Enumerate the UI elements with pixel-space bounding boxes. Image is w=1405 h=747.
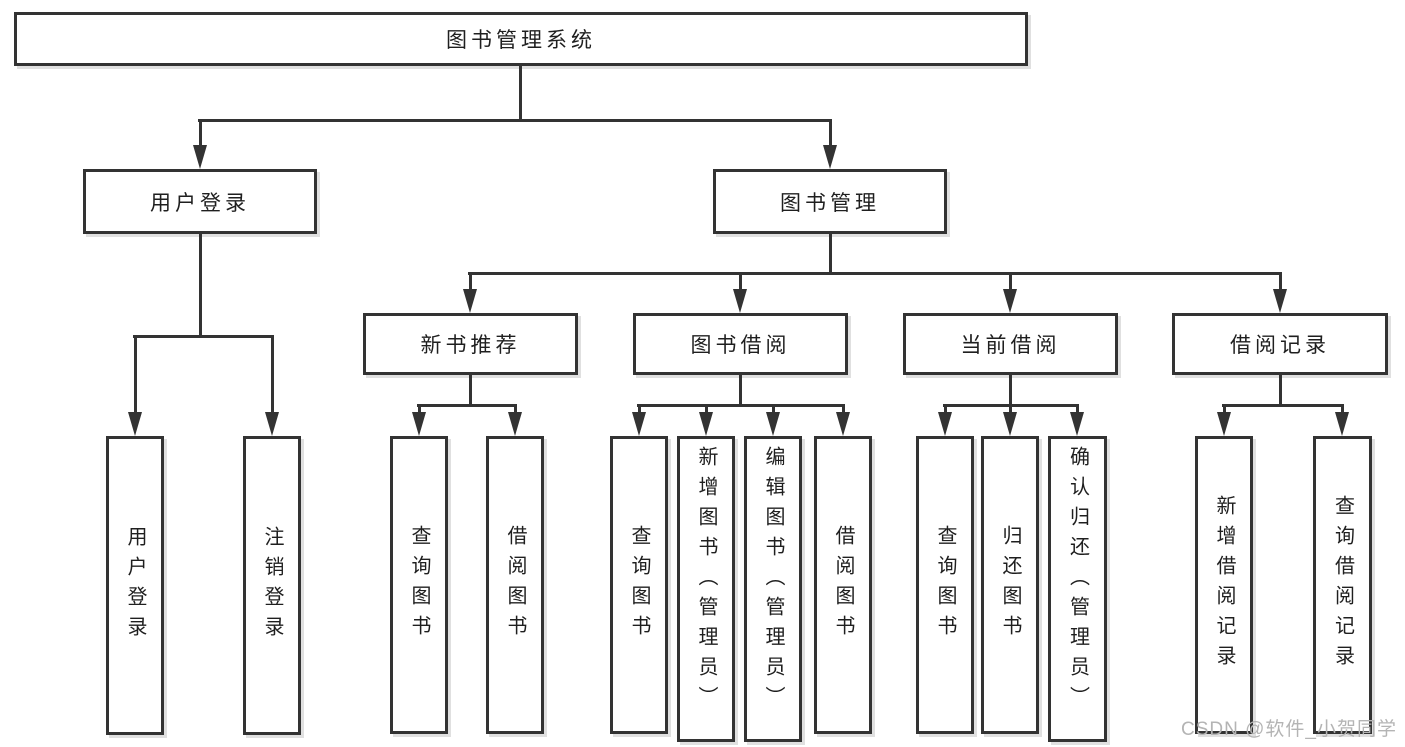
- node-current-return-books-label: 归还图书: [999, 525, 1021, 645]
- arrow-to-book-borrow: [733, 289, 747, 313]
- arrow-borrow-c1: [632, 412, 646, 436]
- connector-to-login-action: [134, 335, 137, 413]
- node-current-query-books-label: 查询图书: [934, 525, 956, 645]
- arrow-recommend-c1: [412, 412, 426, 436]
- node-borrow-borrow-books: 借阅图书: [814, 436, 872, 734]
- node-borrow-add-books-admin: 新增图书（管理员）: [677, 436, 735, 742]
- connector-current-c3: [1076, 404, 1079, 413]
- connector-root-split: [198, 119, 832, 122]
- arrow-recommend-c2: [508, 412, 522, 436]
- arrow-records-c2: [1335, 412, 1349, 436]
- node-book-management-label: 图书管理: [780, 191, 880, 215]
- connector-user-trunk: [199, 234, 202, 337]
- connector-book-split: [468, 272, 1282, 275]
- connector-book-trunk: [829, 234, 832, 274]
- arrow-borrow-c3: [766, 412, 780, 436]
- node-records-query-record: 查询借阅记录: [1313, 436, 1372, 734]
- connector-records-split: [1222, 404, 1344, 407]
- node-records-add-record-label: 新增借阅记录: [1213, 495, 1235, 675]
- arrow-current-c1: [938, 412, 952, 436]
- node-new-book-recommend-label: 新书推荐: [420, 334, 521, 357]
- arrow-to-borrow-records: [1273, 289, 1287, 313]
- node-recommend-borrow-books: 借阅图书: [486, 436, 544, 734]
- arrow-to-current-borrow: [1003, 289, 1017, 313]
- arrow-records-c1: [1217, 412, 1231, 436]
- node-current-borrow-label: 当前借阅: [960, 334, 1061, 357]
- connector-recommend-trunk: [469, 375, 472, 406]
- node-recommend-query-books-label: 查询图书: [408, 525, 430, 645]
- connector-borrow-c2: [705, 404, 708, 413]
- node-root: 图书管理系统: [14, 12, 1028, 66]
- node-book-management: 图书管理: [713, 169, 947, 234]
- node-records-add-record: 新增借阅记录: [1195, 436, 1253, 734]
- connector-borrow-trunk: [739, 375, 742, 406]
- node-borrow-edit-books-admin: 编辑图书（管理员）: [744, 436, 802, 742]
- connector-recommend-c2: [514, 404, 517, 413]
- arrow-to-logout: [265, 412, 279, 436]
- connector-user-split: [133, 335, 274, 338]
- connector-borrow-c1: [638, 404, 641, 413]
- connector-records-c1: [1223, 404, 1226, 413]
- connector-recommend-split: [417, 404, 517, 407]
- arrow-to-book-management: [823, 145, 837, 169]
- connector-to-new-book: [469, 272, 472, 290]
- node-new-book-recommend: 新书推荐: [363, 313, 578, 375]
- connector-records-c2: [1341, 404, 1344, 413]
- node-borrow-edit-books-admin-label: 编辑图书（管理员）: [762, 446, 784, 716]
- connector-records-trunk: [1279, 375, 1282, 406]
- node-root-label: 图书管理系统: [446, 29, 596, 52]
- node-records-query-record-label: 查询借阅记录: [1331, 495, 1354, 675]
- connector-current-trunk: [1009, 375, 1012, 406]
- node-current-confirm-return-admin: 确认归还（管理员）: [1048, 436, 1107, 742]
- node-borrow-records: 借阅记录: [1172, 313, 1388, 375]
- node-recommend-query-books: 查询图书: [390, 436, 448, 734]
- connector-root-trunk: [519, 66, 522, 120]
- node-user-login: 用户登录: [83, 169, 317, 234]
- node-book-borrow: 图书借阅: [633, 313, 848, 375]
- connector-current-c2: [1009, 404, 1012, 413]
- connector-to-book-borrow: [739, 272, 742, 290]
- arrow-to-new-book: [463, 289, 477, 313]
- node-current-query-books: 查询图书: [916, 436, 974, 734]
- arrow-current-c2: [1003, 412, 1017, 436]
- csdn-watermark: CSDN @软件_小贺同学: [1181, 719, 1397, 740]
- connector-to-book-management: [829, 119, 832, 146]
- node-borrow-borrow-books-label: 借阅图书: [832, 525, 854, 645]
- node-borrow-query-books: 查询图书: [610, 436, 668, 734]
- connector-to-user-login: [199, 119, 202, 146]
- connector-borrow-c4: [842, 404, 845, 413]
- arrow-current-c3: [1070, 412, 1084, 436]
- node-user-login-action-label: 用户登录: [124, 525, 146, 646]
- node-user-login-label: 用户登录: [150, 191, 250, 215]
- connector-to-current-borrow: [1009, 272, 1012, 290]
- node-logout-label: 注销登录: [261, 525, 283, 646]
- arrow-borrow-c2: [699, 412, 713, 436]
- connector-borrow-split: [637, 404, 845, 407]
- connector-to-logout: [271, 335, 274, 413]
- arrow-borrow-c4: [836, 412, 850, 436]
- node-user-login-action: 用户登录: [106, 436, 164, 735]
- connector-borrow-c3: [772, 404, 775, 413]
- node-borrow-records-label: 借阅记录: [1230, 334, 1330, 357]
- node-logout: 注销登录: [243, 436, 301, 735]
- arrow-to-login-action: [128, 412, 142, 436]
- node-borrow-add-books-admin-label: 新增图书（管理员）: [695, 446, 717, 716]
- arrow-to-user-login: [193, 145, 207, 169]
- connector-recommend-c1: [418, 404, 421, 413]
- connector-to-borrow-records: [1279, 272, 1282, 290]
- connector-current-c1: [944, 404, 947, 413]
- node-book-borrow-label: 图书借阅: [690, 334, 791, 357]
- node-recommend-borrow-books-label: 借阅图书: [504, 525, 526, 645]
- node-current-return-books: 归还图书: [981, 436, 1039, 734]
- node-borrow-query-books-label: 查询图书: [628, 525, 650, 645]
- node-current-borrow: 当前借阅: [903, 313, 1118, 375]
- node-current-confirm-return-admin-label: 确认归还（管理员）: [1066, 446, 1089, 716]
